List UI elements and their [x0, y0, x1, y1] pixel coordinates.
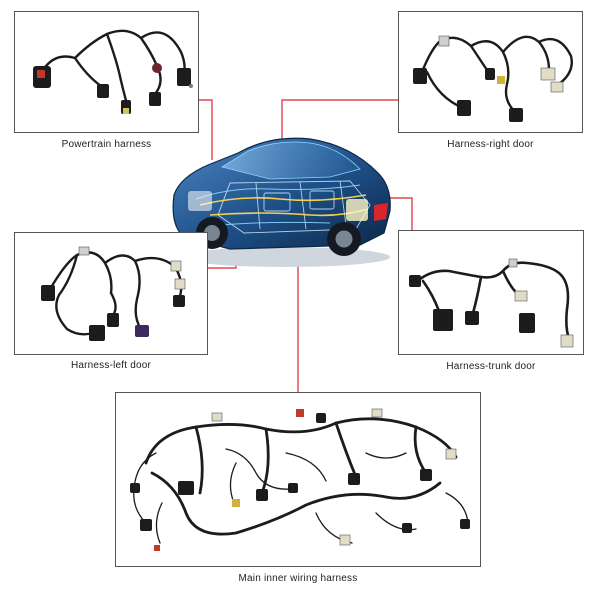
- callout-line-powertrain: [199, 99, 213, 160]
- caption-main-inner-wiring-harness: Main inner wiring harness: [238, 573, 358, 584]
- caption-harness-trunk-door: Harness-trunk door: [446, 361, 536, 372]
- panel-harness-right-door: [398, 11, 583, 133]
- caption-powertrain-harness: Powertrain harness: [61, 139, 152, 150]
- harness-left-door-image: [41, 246, 186, 341]
- callout-line-right-door: [281, 99, 398, 148]
- harness-trunk-door-image: [409, 258, 574, 348]
- harness-right-door-image: [413, 35, 573, 122]
- main-inner-wiring-harness-image: [130, 408, 470, 551]
- panel-main-inner-wiring-harness: [115, 392, 481, 567]
- panel-harness-trunk-door: [398, 230, 584, 355]
- panel-powertrain-harness: [14, 11, 199, 133]
- car-glass: [220, 141, 361, 180]
- powertrain-harness-image: [33, 29, 193, 114]
- panel-harness-left-door: [14, 232, 208, 355]
- caption-harness-right-door: Harness-right door: [447, 139, 534, 150]
- car-wheel-rear: [327, 222, 361, 256]
- caption-harness-left-door: Harness-left door: [70, 360, 152, 371]
